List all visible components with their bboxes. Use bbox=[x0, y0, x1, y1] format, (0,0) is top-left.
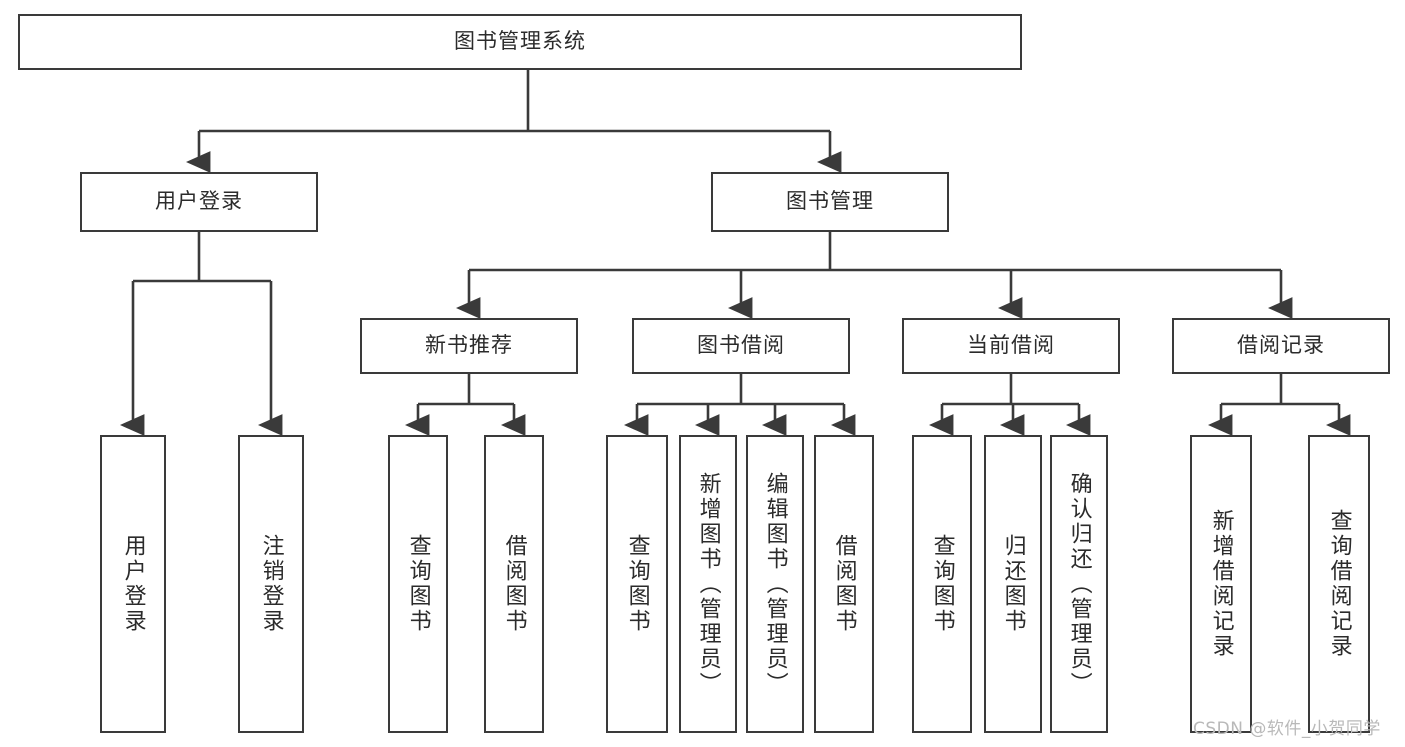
node-current-borrow[interactable]: 当前借阅 bbox=[902, 318, 1120, 374]
leaf-lend-book[interactable]: 借阅图书 bbox=[814, 435, 874, 733]
node-borrow-record[interactable]: 借阅记录 bbox=[1172, 318, 1390, 374]
leaf-label: 查询图书 bbox=[624, 534, 650, 634]
leaf-add-book-admin[interactable]: 新增图书（管理员） bbox=[679, 435, 737, 733]
node-user-login[interactable]: 用户登录 bbox=[80, 172, 318, 232]
node-current-borrow-label: 当前借阅 bbox=[967, 333, 1055, 358]
leaf-label: 新增借阅记录 bbox=[1208, 509, 1234, 659]
node-book-borrow[interactable]: 图书借阅 bbox=[632, 318, 850, 374]
leaf-query-book-current[interactable]: 查询图书 bbox=[912, 435, 972, 733]
node-user-login-label: 用户登录 bbox=[155, 189, 243, 214]
leaf-edit-book-admin[interactable]: 编辑图书（管理员） bbox=[746, 435, 804, 733]
node-root[interactable]: 图书管理系统 bbox=[18, 14, 1022, 70]
leaf-label: 归还图书 bbox=[1000, 534, 1026, 634]
leaf-label: 查询图书 bbox=[929, 534, 955, 634]
leaf-label: 查询借阅记录 bbox=[1326, 509, 1352, 659]
node-root-label: 图书管理系统 bbox=[454, 29, 586, 54]
leaf-borrow-book-new[interactable]: 借阅图书 bbox=[484, 435, 544, 733]
leaf-label: 借阅图书 bbox=[501, 534, 527, 634]
node-new-book-recommend[interactable]: 新书推荐 bbox=[360, 318, 578, 374]
leaf-logout[interactable]: 注销登录 bbox=[238, 435, 304, 733]
leaf-user-login[interactable]: 用户登录 bbox=[100, 435, 166, 733]
node-new-book-recommend-label: 新书推荐 bbox=[425, 333, 513, 358]
node-borrow-record-label: 借阅记录 bbox=[1237, 333, 1325, 358]
leaf-confirm-return-admin[interactable]: 确认归还（管理员） bbox=[1050, 435, 1108, 733]
leaf-label: 查询图书 bbox=[405, 534, 431, 634]
leaf-query-book-new[interactable]: 查询图书 bbox=[388, 435, 448, 733]
leaf-label: 新增图书（管理员） bbox=[695, 471, 721, 697]
leaf-label: 用户登录 bbox=[120, 534, 146, 634]
leaf-label: 编辑图书（管理员） bbox=[762, 471, 788, 697]
leaf-query-book-borrow[interactable]: 查询图书 bbox=[606, 435, 668, 733]
leaf-label: 注销登录 bbox=[258, 534, 284, 634]
node-book-borrow-label: 图书借阅 bbox=[697, 333, 785, 358]
csdn-watermark: CSDN @软件_小贺同学 bbox=[1193, 719, 1381, 739]
leaf-add-borrow-record[interactable]: 新增借阅记录 bbox=[1190, 435, 1252, 733]
leaf-label: 确认归还（管理员） bbox=[1066, 471, 1092, 697]
leaf-label: 借阅图书 bbox=[831, 534, 857, 634]
node-book-management[interactable]: 图书管理 bbox=[711, 172, 949, 232]
node-book-management-label: 图书管理 bbox=[786, 189, 874, 214]
leaf-return-book[interactable]: 归还图书 bbox=[984, 435, 1042, 733]
leaf-query-borrow-record[interactable]: 查询借阅记录 bbox=[1308, 435, 1370, 733]
